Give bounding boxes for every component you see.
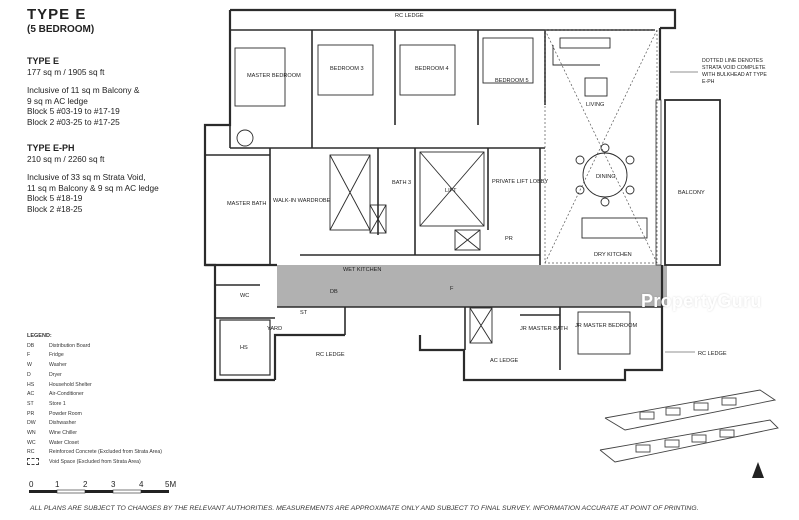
master-bed-icon [234,47,286,107]
key-plan [599,389,779,463]
scale-tick: 2 [83,480,88,489]
scale-tick: 0 [29,480,34,489]
scale-tick: 1 [55,480,60,489]
watermark: PropertyGuru [641,291,762,311]
label-walk-in-wardrobe: WALK-IN WARDROBE [273,198,331,204]
label-dry-kitchen: DRY KITCHEN [594,252,632,258]
type-eph-block-2: Block 2 #18-25 [27,203,83,214]
type-eph-heading: TYPE E-PH [27,143,75,153]
balcony-door-icon [655,99,662,266]
label-db: DB [330,289,338,295]
label-bedroom4: BEDROOM 4 [415,66,449,72]
label-living: LIVING [586,102,604,108]
label-private-lift-lobby: PRIVATE LIFT LOBBY [492,179,549,185]
lift-shaft [329,151,493,344]
type-e-info: TYPE E 177 sq m / 1905 sq ft Inclusive o… [27,56,139,128]
type-e-inclusive-1: Inclusive of 11 sq m Balcony & [27,85,140,96]
label-yard: YARD [267,326,282,332]
scale-tick: 3 [111,480,116,489]
outer-walls [203,8,677,382]
legend-item-void: Void Space (Excluded from Strata Area) [27,458,162,470]
label-bedroom3: BEDROOM 3 [330,66,364,72]
label-pr: PR [505,236,513,242]
beds [234,37,631,355]
type-eph-info: TYPE E-PH 210 sq m / 2260 sq ft Inclusiv… [27,143,159,215]
label-jr-master-bedroom: JR MASTER BEDROOM [575,323,637,329]
label-rc-ledge-bottom: RC LEDGE [316,352,345,358]
type-eph-inclusive-1: Inclusive of 33 sq m Strata Void, [27,172,146,183]
dining-table-icon [575,143,635,207]
label-rc-ledge-top: RC LEDGE [395,13,424,19]
label-wc: WC [240,293,249,299]
scale-tick: 4 [139,480,144,489]
bed3-icon [317,44,374,96]
scale-tick: 5M [165,480,176,489]
type-eph-block-5: Block 5 #18-19 [27,193,83,204]
kitchen-island-icon [581,217,648,239]
label-rc-ledge-right: RC LEDGE [698,351,727,357]
label-ac-ledge: AC LEDGE [490,358,519,364]
type-eph-inclusive-2: 11 sq m Balcony & 9 sq m AC ledge [27,182,159,193]
type-e-area: 177 sq m / 1905 sq ft [27,66,105,77]
label-f: F [450,286,454,292]
jr-master-bed-icon [577,311,631,355]
label-dining: DINING [596,174,616,180]
label-master-bedroom: MASTER BEDROOM [247,73,301,79]
type-e-block-2: Block 2 #03-25 to #17-25 [27,116,120,127]
bed5-icon [482,37,534,84]
plan-title: TYPE E [27,6,87,23]
label-bedroom5: BEDROOM 5 [495,78,529,84]
wet-kitchen-highlight [277,265,667,307]
scale-bar: 0 1 2 3 4 5M [29,480,176,494]
label-lift: LIFT [445,188,457,194]
plan-subtitle: (5 BEDROOM) [27,24,95,35]
partitions [205,29,662,370]
strata-note: DOTTED LINE DENOTES STRATA VOID COMPLETE… [702,58,767,85]
label-balcony: BALCONY [678,190,705,196]
footer-disclaimer: ALL PLANS ARE SUBJECT TO CHANGES BY THE … [30,505,699,512]
armchair-icon [236,129,254,147]
bed4-icon [399,44,456,96]
label-jr-master-bath: JR MASTER BATH [520,326,568,332]
label-wet-kitchen: WET KITCHEN [343,267,381,273]
label-bath3: BATH 3 [392,180,411,186]
type-eph-area: 210 sq m / 2260 sq ft [27,153,105,164]
sofa-icon [552,37,611,97]
balcony-outline [664,99,721,266]
type-e-inclusive-2: 9 sq m AC ledge [27,95,88,106]
type-e-block-5: Block 5 #03-19 to #17-19 [27,106,120,117]
label-master-bath: MASTER BATH [227,201,266,207]
hs-box [219,319,271,376]
label-hs: HS [240,345,248,351]
legend-title: LEGEND: [27,333,52,339]
type-e-heading: TYPE E [27,56,60,66]
void-swatch-icon [27,458,39,466]
label-st: ST [300,310,308,316]
north-arrow-icon [752,462,764,478]
